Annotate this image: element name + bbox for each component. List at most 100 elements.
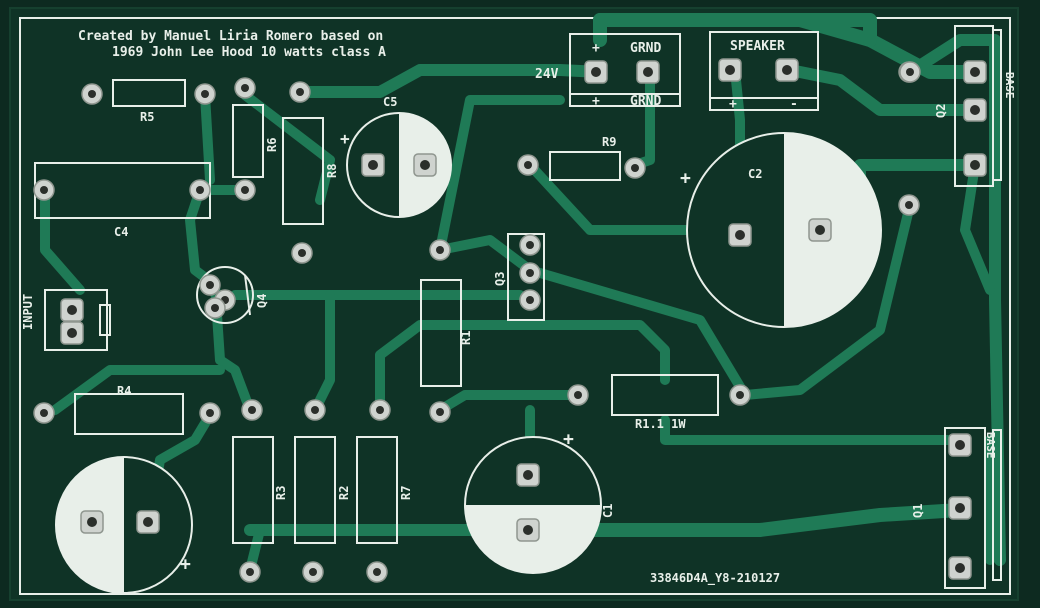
credit-line-1: Created by Manuel Liria Romero based on <box>78 29 383 44</box>
supply-ground-bottom-label: GRND <box>630 94 661 109</box>
r3-body <box>232 436 274 544</box>
pad-hole <box>87 517 97 527</box>
pad-hole <box>970 160 980 170</box>
pad-hole <box>574 391 582 399</box>
q4-transistor-outline <box>196 266 254 324</box>
q2-base-label: BASE <box>1003 72 1016 99</box>
pad-hole <box>67 305 77 315</box>
c5-label: C5 <box>383 95 397 109</box>
pad-hole <box>211 304 219 312</box>
pad-hole <box>643 67 653 77</box>
pad-hole <box>311 406 319 414</box>
pad-hole <box>88 90 96 98</box>
pad-hole <box>526 241 534 249</box>
r2-body <box>294 436 336 544</box>
pad-hole <box>631 164 639 172</box>
q1-base-label: BASE <box>984 432 997 459</box>
r7-body <box>356 436 398 544</box>
pad-hole <box>526 296 534 304</box>
pad-hole <box>143 517 153 527</box>
pad-hole <box>524 161 532 169</box>
speaker-plus-label: + <box>729 97 737 112</box>
pad-hole <box>40 186 48 194</box>
pad-hole <box>248 406 256 414</box>
pad-hole <box>436 246 444 254</box>
pad-hole <box>955 503 965 513</box>
input-connector-outline <box>44 289 108 351</box>
r5-body <box>112 79 186 107</box>
r4-body <box>74 393 184 435</box>
c2-capacitor <box>686 132 882 328</box>
r9-label: R9 <box>602 135 616 149</box>
pad-hole <box>40 409 48 417</box>
pad-hole <box>373 568 381 576</box>
pad-hole <box>736 391 744 399</box>
pad-hole <box>523 525 533 535</box>
c5-plus-label: + <box>340 129 350 148</box>
pad-hole <box>970 67 980 77</box>
r6-label: R6 <box>265 138 279 152</box>
pad-hole <box>241 186 249 194</box>
r1-body <box>420 279 462 387</box>
pad-hole <box>246 568 254 576</box>
speaker-connector-outline <box>709 31 819 111</box>
c1-plus-label: + <box>563 429 574 450</box>
q2-label: Q2 <box>934 104 948 118</box>
r2-label: R2 <box>337 486 351 500</box>
r6-body <box>232 104 264 178</box>
q3-label: Q3 <box>493 272 507 286</box>
r9-body <box>549 151 621 181</box>
pad-hole <box>309 568 317 576</box>
c1-label: C1 <box>601 504 615 518</box>
pad-hole <box>970 105 980 115</box>
credit-line-2: 1969 John Lee Hood 10 watts class A <box>112 45 386 60</box>
pad-hole <box>241 84 249 92</box>
pad-hole <box>196 186 204 194</box>
pad-hole <box>591 67 601 77</box>
r8-label: R8 <box>325 164 339 178</box>
pad-hole <box>906 68 914 76</box>
speaker-label: SPEAKER <box>730 39 785 54</box>
pad-hole <box>725 65 735 75</box>
r1-label: R1 <box>459 331 473 345</box>
pad-hole <box>815 225 825 235</box>
r3-label: R3 <box>274 486 288 500</box>
supply-minus-label: + <box>592 94 600 109</box>
pad-hole <box>201 90 209 98</box>
c2-plus-label: + <box>680 168 691 189</box>
c3-plus-label: + <box>180 554 191 575</box>
c3-capacitor <box>55 456 193 594</box>
pad-hole <box>905 201 913 209</box>
r8-body <box>282 117 324 225</box>
supply-voltage-label: 24V <box>535 67 559 82</box>
pad-hole <box>368 160 378 170</box>
pad-hole <box>526 269 534 277</box>
r11-body <box>611 374 719 416</box>
pad-hole <box>523 470 533 480</box>
input-label: INPUT <box>21 294 35 330</box>
power-connector-outline <box>569 33 681 107</box>
pad-hole <box>206 409 214 417</box>
solder-pads <box>33 58 987 583</box>
connector-outlines <box>44 25 1002 589</box>
supply-plus-label: + <box>592 41 600 56</box>
r11-label: R1.1 1W <box>635 417 686 431</box>
q1-outline <box>944 427 986 589</box>
pad-hole <box>298 249 306 257</box>
speaker-minus-label: - <box>790 97 798 112</box>
silkscreen-labels: Created by Manuel Liria Romero based on … <box>21 29 1016 586</box>
pad-hole <box>955 563 965 573</box>
pad-hole <box>420 160 430 170</box>
q1-label: Q1 <box>911 504 925 518</box>
pad-hole <box>67 328 77 338</box>
q4-label: Q4 <box>255 294 269 308</box>
pad-hole <box>206 281 214 289</box>
supply-ground-top-label: GRND <box>630 41 661 56</box>
r7-label: R7 <box>399 486 413 500</box>
r4-label: R4 <box>117 384 131 398</box>
pad-hole <box>782 65 792 75</box>
pad-hole <box>735 230 745 240</box>
board-code: 33846D4A_Y8-210127 <box>650 571 780 586</box>
